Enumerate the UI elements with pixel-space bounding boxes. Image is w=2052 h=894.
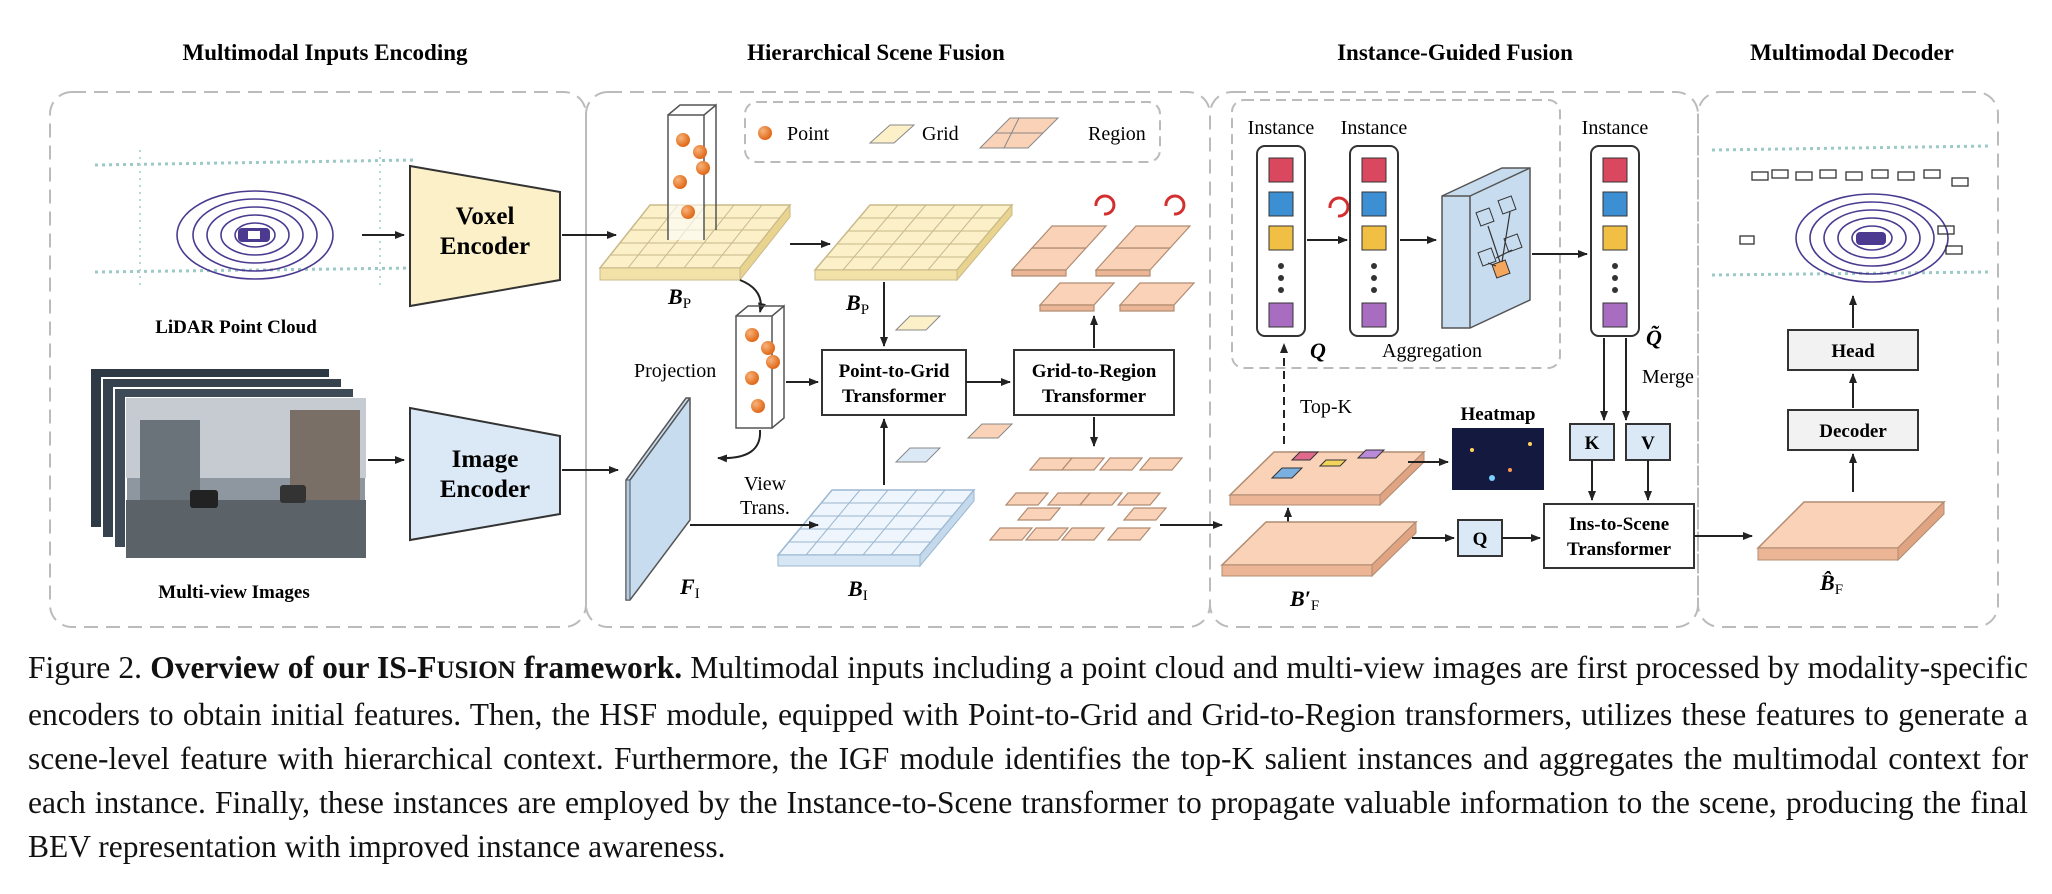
- q-tilde-label: Q̃: [1646, 325, 1662, 350]
- section-title-decoder: Multimodal Decoder: [1750, 40, 1954, 65]
- grid-tile-1: [894, 315, 942, 331]
- topk-label: Top-K: [1300, 396, 1352, 418]
- scene-feature-top: [1228, 449, 1426, 507]
- g2r-label-2: Transformer: [1042, 386, 1147, 407]
- caption-title: Overview of our IS-FUSION framework.: [150, 650, 683, 685]
- grid-legend-icon: [868, 124, 916, 144]
- grid-tile-2: [966, 423, 1014, 439]
- ins2scene-label-1: Ins-to-Scene: [1569, 514, 1669, 535]
- instance-column-1: [1256, 145, 1306, 337]
- head-label: Head: [1831, 341, 1875, 362]
- voxel-encoder-label-1: Voxel: [456, 203, 515, 230]
- legend-point: Point: [787, 123, 830, 145]
- k-box: [1569, 423, 1615, 461]
- final-bev-feature: [1756, 500, 1946, 562]
- aggregation-block: [1441, 167, 1531, 329]
- ins2scene-label-2: Transformer: [1567, 539, 1672, 560]
- voxel-encoder: Voxel Encoder: [409, 164, 561, 308]
- bp-grid-right: [813, 203, 1014, 282]
- bi-grid: [776, 488, 976, 568]
- g2r-label-1: Grid-to-Region: [1032, 361, 1157, 382]
- legend-grid: Grid: [922, 123, 959, 145]
- v-label: V: [1641, 433, 1655, 454]
- rotate-icon-1: [1094, 194, 1116, 216]
- panel-igf: [1209, 91, 1699, 628]
- panel-encoding: [49, 91, 587, 628]
- projection-label: Projection: [634, 360, 716, 382]
- fi-feature-map: [625, 397, 691, 601]
- p2g-label-1: Point-to-Grid: [839, 361, 950, 382]
- rotate-icon-3: [1328, 196, 1350, 218]
- p2g-label-2: Transformer: [842, 386, 947, 407]
- point-legend-icon: [758, 126, 772, 140]
- bf-hat-label: B̂F: [1819, 570, 1843, 598]
- caption-body: Multimodal inputs including a point clou…: [28, 650, 2029, 864]
- q-box-label: Q: [1473, 529, 1488, 550]
- section-title-igf: Instance-Guided Fusion: [1337, 40, 1573, 65]
- g2r-transformer-box: [1013, 349, 1175, 416]
- view-trans-label-2: Trans.: [740, 497, 790, 519]
- instance-column-2: [1349, 145, 1399, 337]
- section-title-encoding: Multimodal Inputs Encoding: [182, 40, 468, 65]
- point-pillar: [667, 103, 717, 240]
- head-box: [1787, 329, 1919, 371]
- q-label: Q: [1310, 338, 1326, 363]
- legend-box: [744, 101, 1161, 163]
- projection-pillar: [735, 304, 785, 429]
- lidar-label: LiDAR Point Cloud: [155, 317, 317, 338]
- region-tiles-bottom: [988, 457, 1184, 541]
- arrow-projection-to-fi: [717, 429, 762, 463]
- voxel-encoder-label-2: Encoder: [440, 233, 530, 260]
- bp-label-right: BP: [845, 290, 869, 318]
- fi-label: FI: [679, 574, 700, 602]
- instance-label-3: Instance: [1582, 117, 1649, 139]
- instance-label-1: Instance: [1248, 117, 1315, 139]
- k-label: K: [1585, 433, 1600, 454]
- bf-prime-label: B′F: [1289, 586, 1319, 614]
- instance-label-2: Instance: [1341, 117, 1408, 139]
- images-label: Multi-view Images: [158, 582, 309, 603]
- multi-view-images: [89, 367, 367, 559]
- arrow-bp-to-projection: [739, 279, 766, 313]
- panel-decoder: [1697, 91, 1999, 628]
- grid-tile-3: [894, 447, 942, 463]
- aggregation-label: Aggregation: [1382, 340, 1482, 362]
- caption-prefix: Figure 2.: [28, 650, 143, 685]
- heatmap-image: [1452, 428, 1544, 490]
- bp-label-left: BP: [667, 284, 691, 312]
- lidar-point-cloud-image: [90, 125, 420, 295]
- detection-output-image: [1711, 144, 1991, 283]
- decoder-label: Decoder: [1819, 421, 1887, 442]
- figure-caption: Figure 2. Overview of our IS-FUSION fram…: [28, 646, 2028, 869]
- image-encoder-label-2: Encoder: [440, 476, 530, 503]
- image-encoder: Image Encoder: [409, 406, 561, 542]
- view-trans-label-1: View: [744, 473, 787, 495]
- decoder-box: [1787, 409, 1919, 451]
- instance-group-box: [1231, 99, 1561, 369]
- framework-diagram: Multimodal Inputs Encoding Hierarchical …: [49, 40, 1999, 628]
- heatmap-label: Heatmap: [1461, 404, 1536, 425]
- merge-label: Merge: [1642, 366, 1694, 388]
- region-tiles-top: [1010, 225, 1196, 312]
- section-title-hsf: Hierarchical Scene Fusion: [747, 40, 1005, 65]
- legend-region: Region: [1088, 123, 1146, 145]
- image-encoder-label-1: Image: [452, 446, 519, 473]
- scene-feature-bottom: [1220, 520, 1418, 578]
- rotate-icon-2: [1164, 194, 1186, 216]
- instance-column-3: [1590, 145, 1640, 337]
- p2g-transformer-box: [821, 349, 967, 416]
- ins2scene-transformer-box: [1543, 503, 1695, 569]
- bi-label: BI: [847, 576, 868, 604]
